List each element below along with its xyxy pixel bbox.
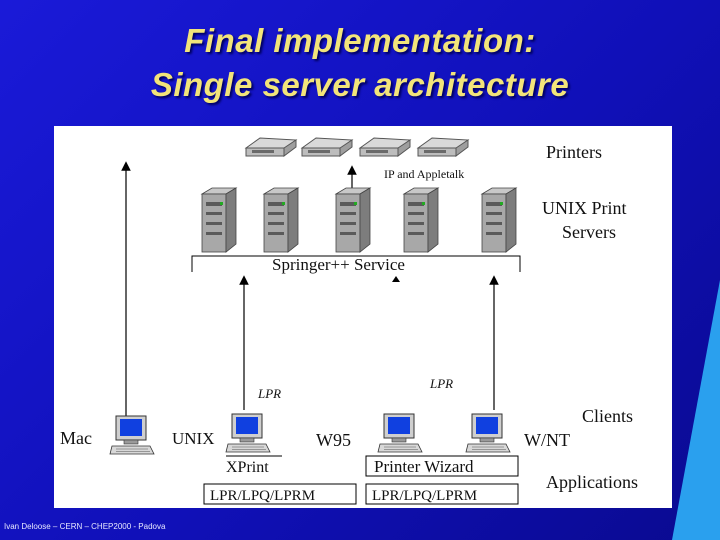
clients-label: Clients [582, 406, 633, 426]
client-name-w95: W95 [316, 430, 351, 450]
desktop-computer-icon [377, 413, 423, 453]
slide-title-line-1: Final implementation: [184, 22, 536, 59]
server-tower-icon [263, 187, 299, 253]
printer-icon [417, 137, 469, 157]
app-lpr-tools-right: LPR/LPQ/LPRM [372, 488, 477, 504]
app-lpr-tools-left: LPR/LPQ/LPRM [210, 488, 315, 504]
lpr-label-left: LPR [257, 386, 281, 401]
protocols-label: IP and Appletalk [384, 167, 464, 181]
servers-label-line-2: Servers [562, 222, 616, 242]
corner-accent [672, 280, 720, 540]
server-tower-icon [481, 187, 517, 253]
server-tower-icon [403, 187, 439, 253]
desktop-computer-icon [465, 413, 511, 453]
desktop-computer-icon [109, 415, 155, 455]
architecture-diagram: Printers IP and Appletalk UNIX Print Ser… [54, 126, 672, 508]
printer-icon [301, 137, 353, 157]
printer-icon [245, 137, 297, 157]
client-name-wnt: W/NT [524, 430, 570, 450]
server-tower-icon [201, 187, 237, 253]
service-label: Springer++ Service [272, 255, 405, 274]
applications-label: Applications [546, 472, 638, 492]
slide-title-line-2: Single server architecture [150, 66, 570, 103]
client-name-unix: UNIX [172, 429, 215, 448]
server-tower-icon [335, 187, 371, 253]
slide-footer: Ivan Deloose – CERN – CHEP2000 - Padova [4, 522, 166, 531]
desktop-computer-icon [225, 413, 271, 453]
service-bracket [191, 255, 521, 272]
servers-label-line-1: UNIX Print [542, 198, 627, 218]
printers-label: Printers [546, 142, 602, 162]
lpr-label-right: LPR [429, 376, 453, 391]
app-xprint: XPrint [226, 459, 269, 476]
client-name-mac: Mac [60, 428, 92, 448]
app-printer-wizard: Printer Wizard [374, 457, 474, 476]
printer-icon [359, 137, 411, 157]
